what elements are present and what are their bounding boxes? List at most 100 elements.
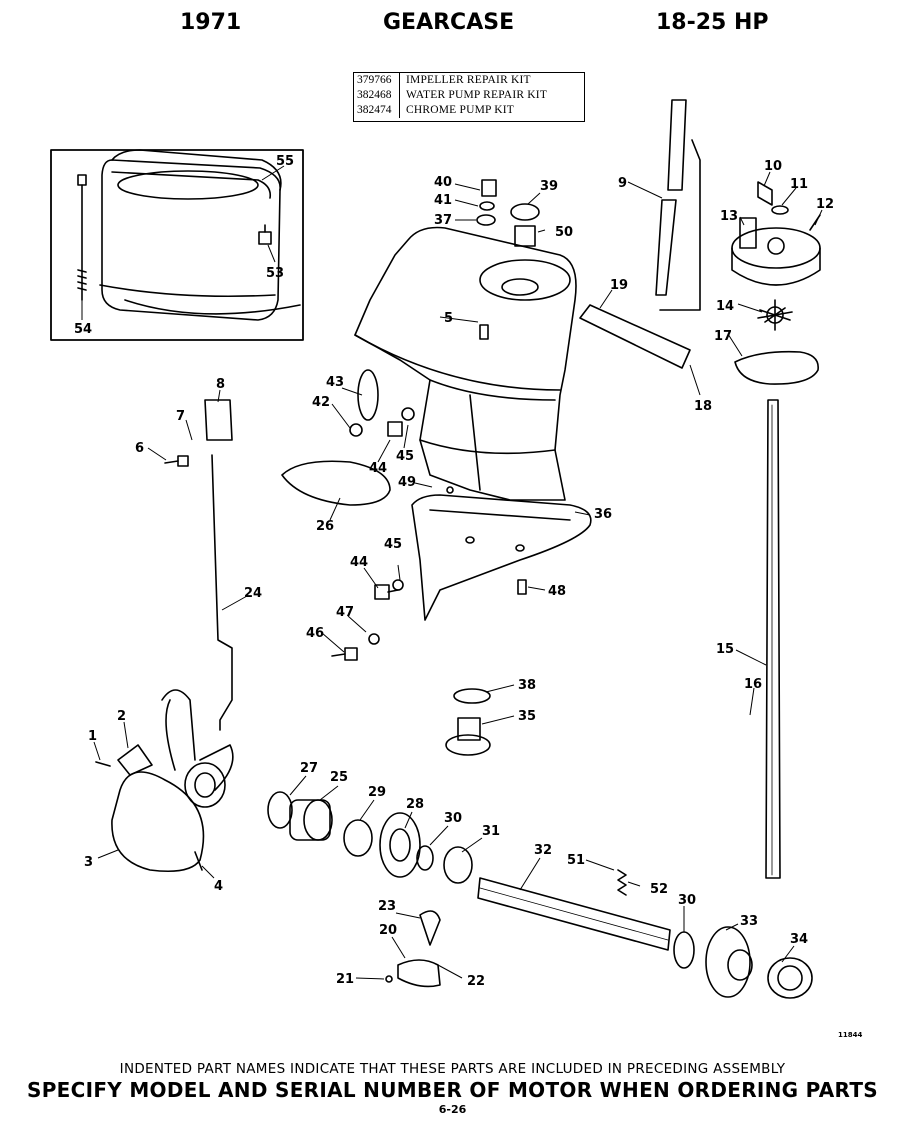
- pinion-gear-drawing: [445, 688, 491, 756]
- shifter-parts-drawing: [385, 910, 441, 988]
- kit-number: 379766: [354, 73, 400, 88]
- exploded-parts-diagram: 1 2 3 4 5 6 7 8 9 10 11 12 13 14 15 16 1…: [50, 99, 834, 999]
- callout-36: 36: [594, 507, 612, 522]
- leader-lines: [81, 165, 823, 980]
- callout-52: 52: [650, 882, 668, 897]
- top-bushings-drawing: [476, 179, 540, 247]
- callout-21: 21: [336, 972, 354, 987]
- callout-24: 24: [244, 586, 262, 601]
- small-pin-drawing: [446, 486, 454, 494]
- callout-37: 37: [434, 213, 452, 228]
- year-label: 1971: [180, 10, 242, 35]
- callout-20: 20: [379, 923, 397, 938]
- callout-41: 41: [434, 193, 452, 208]
- kit-row: 382468 WATER PUMP REPAIR KIT: [354, 88, 584, 103]
- cotter-pin-drawing: [95, 761, 111, 767]
- callout-11: 11: [790, 177, 808, 192]
- callout-45b: 45: [384, 537, 402, 552]
- callout-43: 43: [326, 375, 344, 390]
- callout-44: 44: [369, 461, 387, 476]
- thrust-washer-drawing: [416, 845, 434, 871]
- callout-29: 29: [368, 785, 386, 800]
- cotter-pin-drawing: [194, 851, 203, 871]
- callout-13: 13: [720, 209, 738, 224]
- callout-1: 1: [88, 729, 97, 744]
- callout-14: 14: [716, 299, 734, 314]
- callout-30: 30: [444, 811, 462, 826]
- kit-name: CHROME PUMP KIT: [406, 104, 515, 116]
- callout-7: 7: [176, 409, 185, 424]
- page-number: 6-26: [438, 1103, 467, 1116]
- kit-number: 382474: [354, 103, 400, 118]
- callout-46: 46: [306, 626, 324, 641]
- kit-number: 382468: [354, 88, 400, 103]
- footer-note: INDENTED PART NAMES INDICATE THAT THESE …: [119, 1061, 786, 1077]
- spring-drawing: [617, 869, 627, 896]
- callout-45: 45: [396, 449, 414, 464]
- bearing-head-drawing: [767, 957, 813, 999]
- callout-39: 39: [540, 179, 558, 194]
- callout-49: 49: [398, 475, 416, 490]
- lower-gearcase-drawing: [411, 494, 592, 621]
- callout-53: 53: [266, 266, 284, 281]
- kit-name: WATER PUMP REPAIR KIT: [406, 89, 548, 101]
- inset-box: [50, 149, 304, 341]
- callout-4: 4: [214, 879, 223, 894]
- propeller-shaft-drawing: [477, 877, 671, 951]
- kit-name: IMPELLER REPAIR KIT: [406, 74, 531, 86]
- callout-17: 17: [714, 329, 732, 344]
- screws-drawing: [164, 324, 527, 661]
- callout-40: 40: [434, 175, 452, 190]
- extension-housing-drawing: [99, 149, 301, 321]
- reference-number: 11844: [838, 1031, 863, 1039]
- callout-labels: 1 2 3 4 5 6 7 8 9 10 11 12 13 14 15 16 1…: [74, 154, 834, 989]
- callout-51: 51: [567, 853, 585, 868]
- callout-42: 42: [312, 395, 330, 410]
- callout-9: 9: [618, 176, 627, 191]
- callout-28: 28: [406, 797, 424, 812]
- impeller-drawing: [757, 299, 793, 331]
- hp-label: 18-25 HP: [656, 10, 769, 35]
- callout-22: 22: [467, 974, 485, 989]
- callout-25: 25: [330, 770, 348, 785]
- callout-27: 27: [300, 761, 318, 776]
- callout-6: 6: [135, 441, 144, 456]
- kit-row: 382474 CHROME PUMP KIT: [354, 103, 584, 118]
- impeller-plate-drawing: [734, 350, 819, 385]
- callout-15: 15: [716, 642, 734, 657]
- callout-50: 50: [555, 225, 573, 240]
- callout-23: 23: [378, 899, 396, 914]
- callout-48: 48: [548, 584, 566, 599]
- callout-38: 38: [518, 678, 536, 693]
- reverse-gear-drawing: [673, 926, 753, 998]
- callout-3: 3: [84, 855, 93, 870]
- callout-35: 35: [518, 709, 536, 724]
- clutch-dog-drawing: [443, 846, 473, 884]
- callout-16: 16: [744, 677, 762, 692]
- callout-34: 34: [790, 932, 808, 947]
- gasket-drawing: [579, 304, 691, 369]
- kit-row: 379766 IMPELLER REPAIR KIT: [354, 73, 584, 88]
- propeller-drawing: [111, 689, 234, 873]
- callout-33: 33: [740, 914, 758, 929]
- shift-rod-drawing: [211, 454, 233, 731]
- callout-47: 47: [336, 605, 354, 620]
- callout-54: 54: [74, 322, 92, 337]
- callout-12: 12: [816, 197, 834, 212]
- callout-31: 31: [482, 824, 500, 839]
- footer-instruction: SPECIFY MODEL AND SERIAL NUMBER OF MOTOR…: [26, 1078, 879, 1102]
- kit-table: 379766 IMPELLER REPAIR KIT 382468 WATER PU…: [353, 72, 585, 122]
- drive-shaft-drawing: [765, 399, 781, 879]
- gearcase-body-drawing: [354, 226, 577, 501]
- callout-8: 8: [216, 377, 225, 392]
- seal-ring-drawing: [281, 460, 391, 506]
- water-pump-housing-drawing: [731, 181, 821, 286]
- callout-55: 55: [276, 154, 294, 169]
- short-screw-drawing: [258, 224, 272, 245]
- callout-26: 26: [316, 519, 334, 534]
- callout-10: 10: [764, 159, 782, 174]
- callout-18: 18: [694, 399, 712, 414]
- callout-30b: 30: [678, 893, 696, 908]
- page-title: GEARCASE: [383, 10, 515, 35]
- callout-2: 2: [117, 709, 126, 724]
